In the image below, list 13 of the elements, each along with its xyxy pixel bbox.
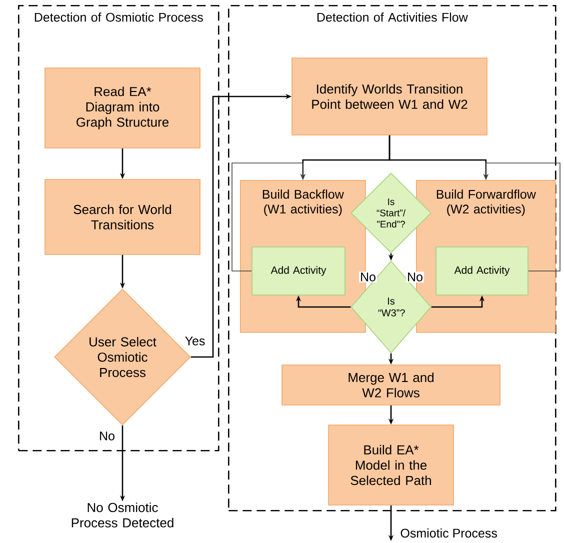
process-box: Read EA* Diagram into Graph Structure (44, 68, 200, 148)
edge-label: No (406, 272, 424, 282)
edge-label: Osmiotic Process (399, 527, 498, 539)
process-box: Add Activity (252, 246, 346, 296)
process-box: Add Activity (436, 246, 528, 296)
arrow (232, 162, 306, 272)
process-box: Build EA* Model in the Selected Path (328, 424, 454, 506)
process-box: Merge W1 and W2 Flows (282, 364, 500, 406)
end-text: No Osmiotic Process Detected (72, 502, 174, 528)
process-box: Search for World Transitions (44, 179, 200, 255)
process-box: Identify Worlds Transition Point between W1 and W2 (292, 58, 488, 136)
edge-label: No (359, 272, 377, 282)
edge-label: No (98, 430, 116, 442)
